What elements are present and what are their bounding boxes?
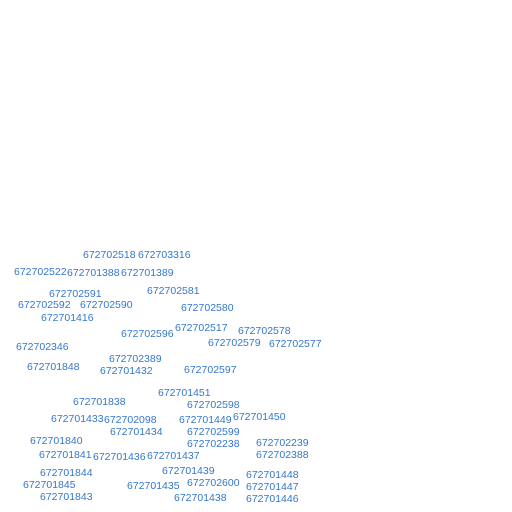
map-label[interactable]: 672701843	[40, 491, 93, 503]
map-label[interactable]: 672702580	[181, 302, 234, 314]
map-label[interactable]: 672702098	[104, 414, 157, 426]
map-label[interactable]: 672701437	[147, 450, 200, 462]
map-label[interactable]: 672702238	[187, 438, 240, 450]
map-label[interactable]: 672701449	[179, 414, 232, 426]
map-label[interactable]: 672702598	[187, 399, 240, 411]
map-label[interactable]: 672701439	[162, 465, 215, 477]
map-label[interactable]: 672701446	[246, 493, 299, 505]
map-label[interactable]: 672701435	[127, 480, 180, 492]
map-label[interactable]: 672701389	[121, 267, 174, 279]
map-label[interactable]: 672702579	[208, 337, 261, 349]
map-label[interactable]: 672702597	[184, 364, 237, 376]
map-label[interactable]: 672701448	[246, 469, 299, 481]
map-label[interactable]: 672702578	[238, 325, 291, 337]
map-label[interactable]: 672702591	[49, 288, 102, 300]
map-label[interactable]: 672703316	[138, 249, 191, 261]
map-label[interactable]: 672702518	[83, 249, 136, 261]
map-label[interactable]: 672702581	[147, 285, 200, 297]
map-label[interactable]: 672702239	[256, 437, 309, 449]
map-label[interactable]: 672702599	[187, 426, 240, 438]
map-label[interactable]: 672701844	[40, 467, 93, 479]
map-label[interactable]: 672701434	[110, 426, 163, 438]
map-label[interactable]: 672702577	[269, 338, 322, 350]
map-label[interactable]: 672701841	[39, 449, 92, 461]
map-label[interactable]: 672702596	[121, 328, 174, 340]
map-label[interactable]: 672701838	[73, 396, 126, 408]
map-label[interactable]: 672701450	[233, 411, 286, 423]
map-label[interactable]: 672701432	[100, 365, 153, 377]
map-label[interactable]: 672701416	[41, 312, 94, 324]
map-label[interactable]: 672701436	[93, 451, 146, 463]
map-label[interactable]: 672701451	[158, 387, 211, 399]
map-label[interactable]: 672701845	[23, 479, 76, 491]
map-label[interactable]: 672702522	[14, 266, 67, 278]
map-label[interactable]: 672701388	[67, 267, 120, 279]
map-label[interactable]: 672701438	[174, 492, 227, 504]
map-label[interactable]: 672702517	[175, 322, 228, 334]
map-label[interactable]: 672702389	[109, 353, 162, 365]
map-label[interactable]: 672701840	[30, 435, 83, 447]
map-label[interactable]: 672702592	[18, 299, 71, 311]
map-label[interactable]: 672702388	[256, 449, 309, 461]
map-label[interactable]: 672702590	[80, 299, 133, 311]
map-label[interactable]: 672701447	[246, 481, 299, 493]
map-label[interactable]: 672702600	[187, 477, 240, 489]
map-label[interactable]: 672701433	[51, 413, 104, 425]
map-label[interactable]: 672702346	[16, 341, 69, 353]
map-label[interactable]: 672701848	[27, 361, 80, 373]
